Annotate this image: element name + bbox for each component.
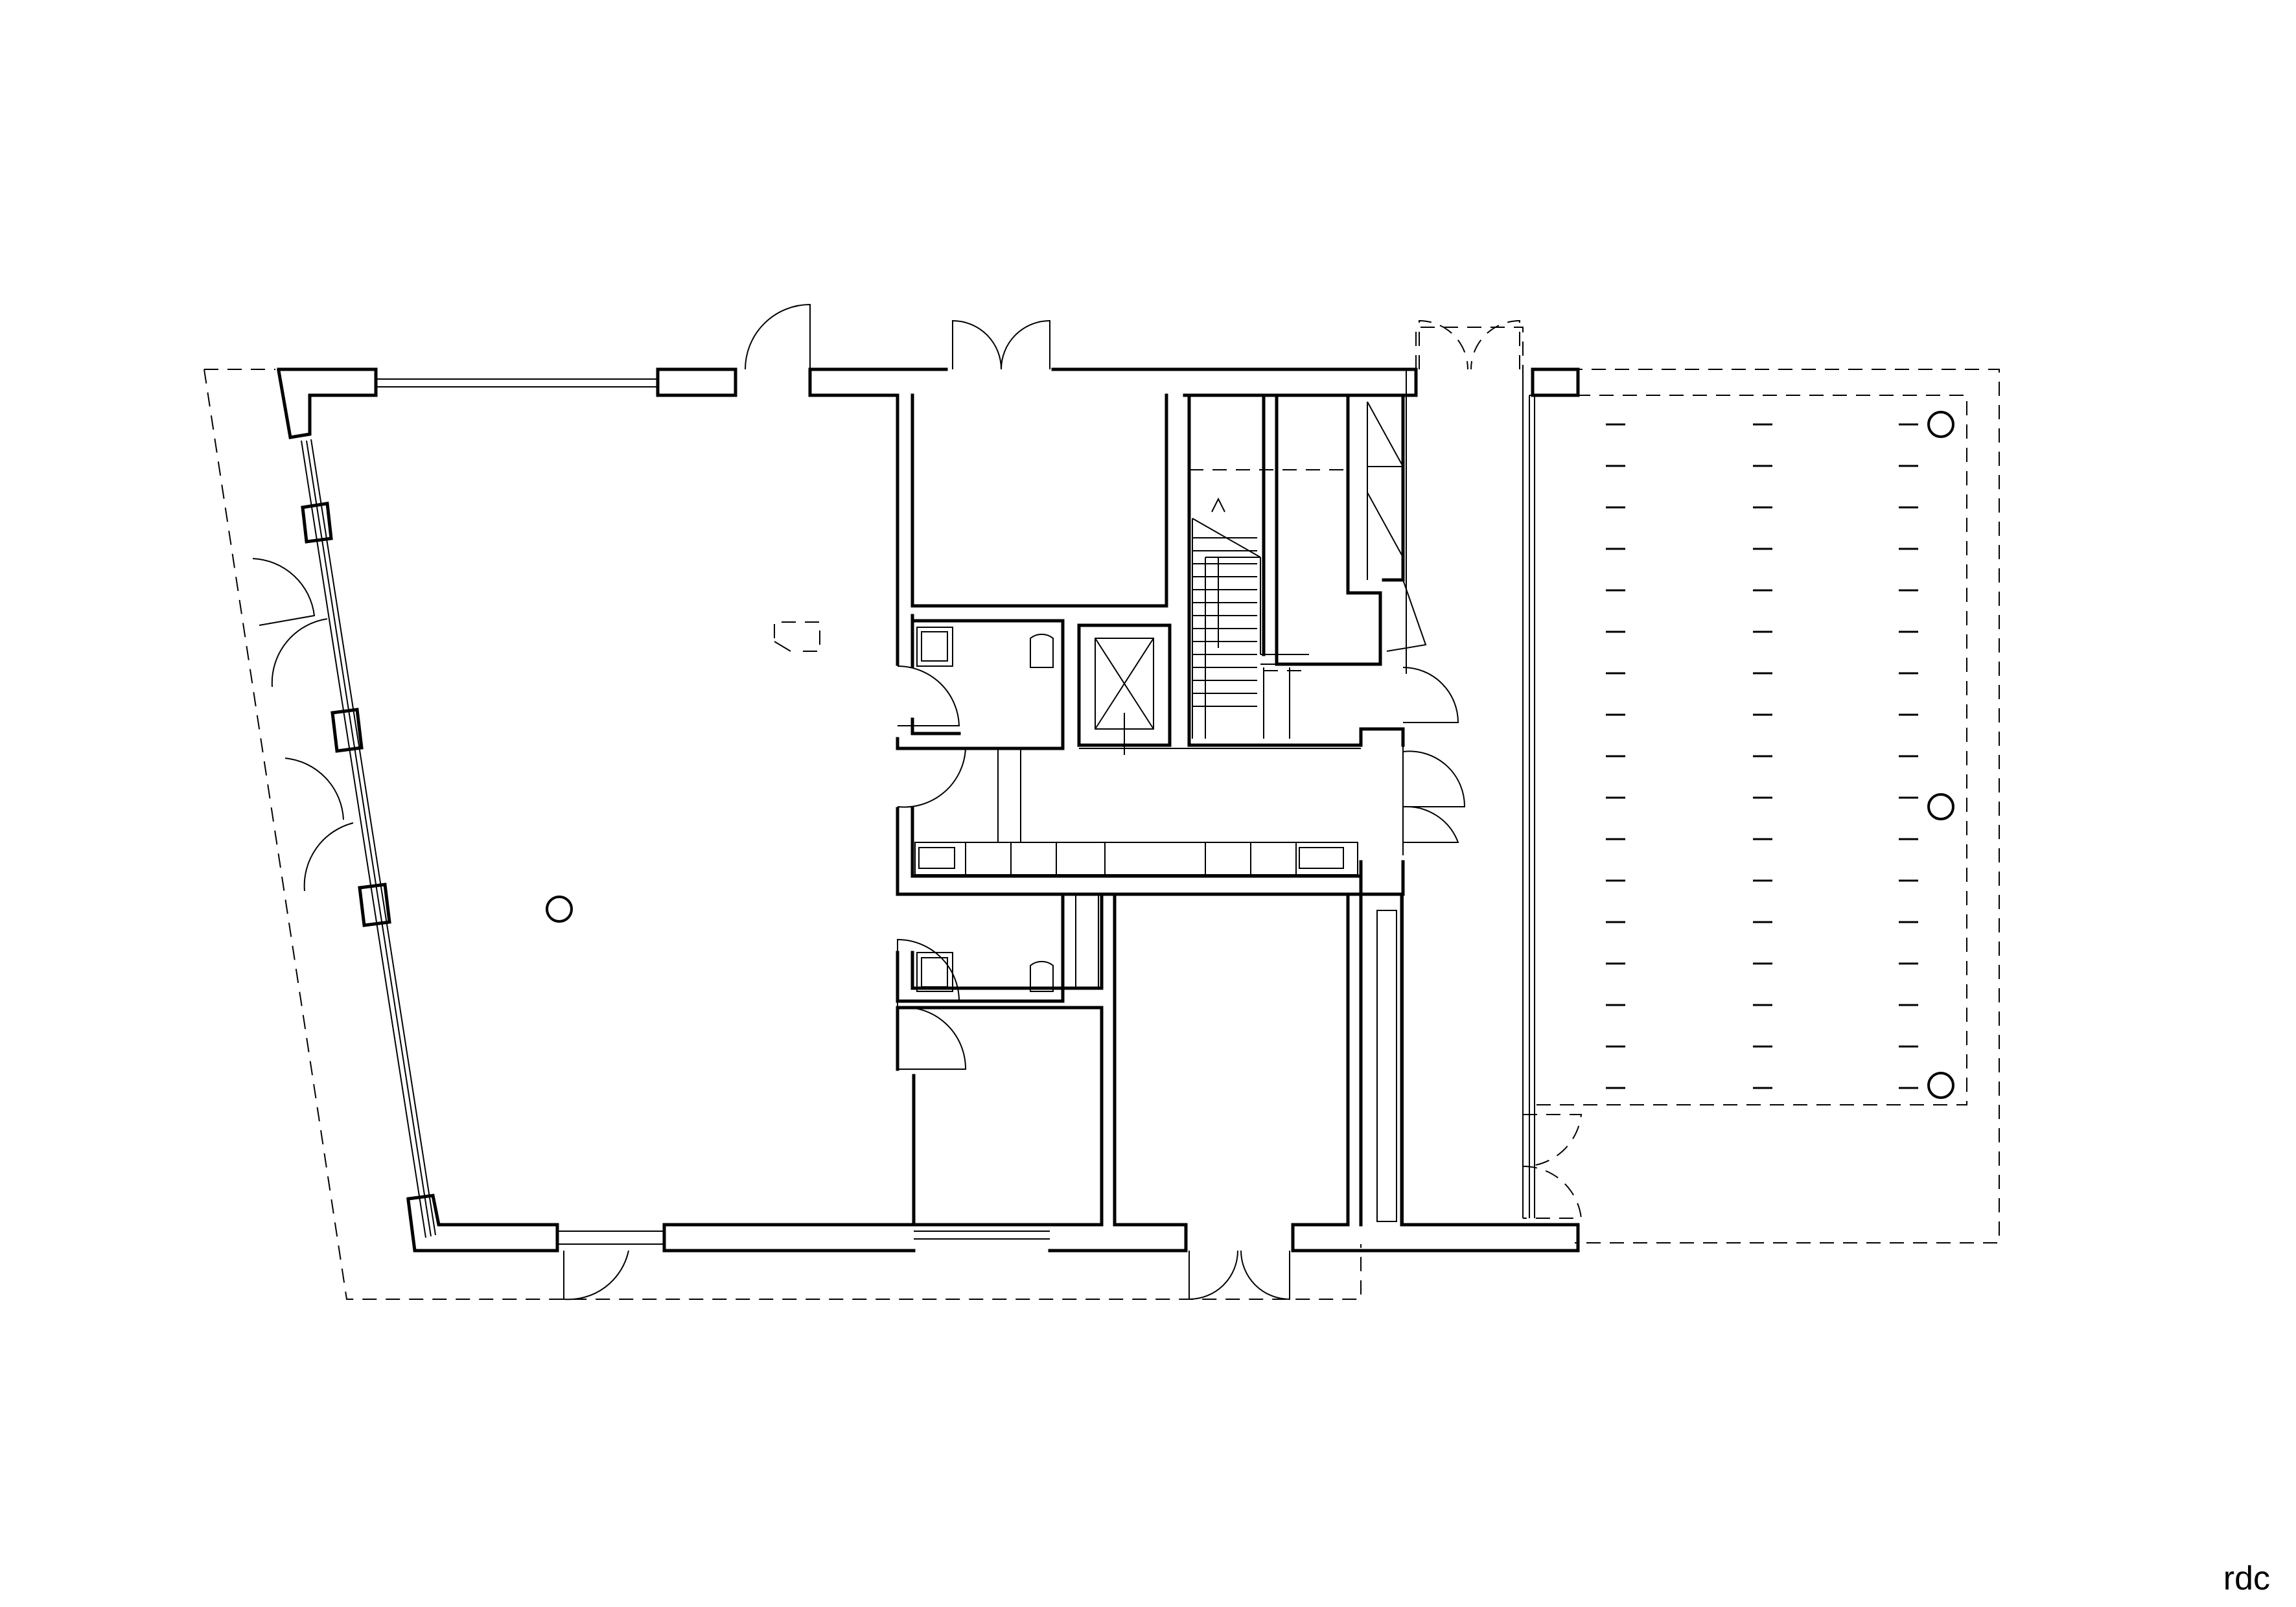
column-3 [1927, 1072, 1954, 1099]
floor-level-label: rdc [2223, 1560, 2270, 1597]
doors [252, 303, 1583, 1301]
terrace-markers [1606, 423, 1918, 1089]
exterior-walls [277, 367, 1580, 1253]
interior-column [546, 896, 573, 923]
stair [1192, 497, 1309, 739]
column-2 [1927, 793, 1954, 820]
overhang-outline [203, 327, 2000, 1300]
stair-treads [1192, 537, 1257, 707]
windows-and-fixtures [376, 369, 1524, 1245]
column-1 [1927, 411, 1954, 438]
terrace [1529, 395, 1967, 1218]
